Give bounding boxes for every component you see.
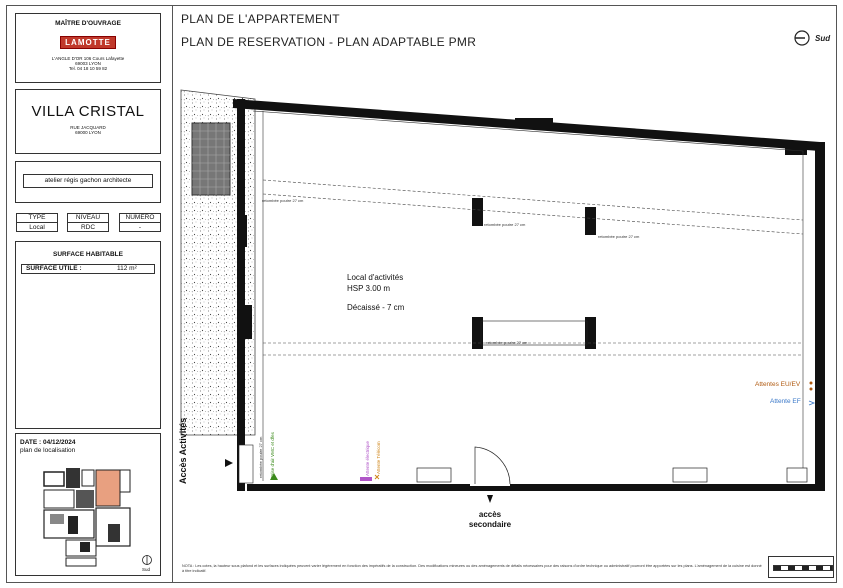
surface-value: 112 m²: [117, 265, 137, 272]
attente-ef-marker: [808, 400, 816, 406]
inner-wall-line: [252, 110, 804, 481]
scale-box: [768, 556, 834, 578]
compass-label: Sud: [815, 34, 831, 43]
architect-box: atelier régis gachon architecte: [15, 161, 161, 203]
access-secondary-arrow: [487, 495, 493, 503]
title-block: MAÎTRE D'OUVRAGE LAMOTTE L'ANGLE D'OR 10…: [10, 8, 166, 582]
project-street: RUE JACQUARD: [70, 125, 106, 130]
owner-address1: L'ANGLE D'OR 106 Cours Lafayette: [51, 56, 125, 61]
telecom-label: Attente Télécom: [376, 441, 381, 474]
niveau-label: NIVEAU: [67, 213, 109, 222]
telecom-marker: [374, 474, 380, 480]
access-secondary-line1: accès: [478, 510, 502, 519]
attente-eu-label: Attentes EU/EV: [755, 381, 801, 388]
location-compass-label: Sud: [142, 567, 151, 572]
plan-subtitle: PLAN DE RESERVATION - PLAN ADAPTABLE PMR: [181, 35, 477, 49]
room-height: HSP 3.00 m: [347, 284, 390, 293]
owner-address2: 69003 LYON: [75, 61, 101, 66]
surface-label: SURFACE UTILE :: [26, 265, 82, 272]
location-map: [43, 468, 131, 567]
sidebar-separator: [172, 5, 173, 583]
scale-bar: [773, 565, 833, 571]
niveau-value: RDC: [67, 222, 109, 232]
room-name: Local d'activités: [347, 273, 404, 282]
plan-title: PLAN DE L'APPARTEMENT: [181, 12, 340, 26]
vmc-label: Prise d'air VMC et dfes: [270, 432, 275, 478]
floor-plan: [180, 89, 825, 503]
vmc-marker: [270, 473, 278, 480]
owner-heading: MAÎTRE D'OUVRAGE: [55, 20, 121, 27]
owner-box: MAÎTRE D'OUVRAGE LAMOTTE L'ANGLE D'OR 10…: [15, 13, 161, 83]
door-main[interactable]: [238, 444, 254, 484]
beam-central: [480, 320, 588, 346]
page-frame: [6, 5, 837, 583]
architect-name: atelier régis gachon architecte: [23, 174, 153, 188]
door-secondary[interactable]: [470, 446, 511, 486]
numero-value: -: [119, 222, 161, 232]
surface-row: SURFACE UTILE : 112 m²: [21, 264, 155, 274]
access-secondary-line2: secondaire: [468, 520, 512, 529]
owner-phone: Tel. 04 18 10 59 82: [68, 66, 108, 71]
room-offset: Décaissé - 7 cm: [347, 303, 405, 312]
footer-note: NOTA : Les cotes, la hauteur sous plafon…: [182, 564, 762, 573]
project-name: VILLA CRISTAL: [31, 103, 145, 120]
location-subtitle: plan de localisation: [20, 447, 76, 454]
project-box: VILLA CRISTAL RUE JACQUARD 69000 LYON: [15, 89, 161, 154]
attente-ef-label: Attente EF: [770, 398, 801, 405]
beam-label-1: retombée poutre 27 cm: [262, 198, 304, 203]
windows-bottom: [416, 467, 808, 483]
beam-label-3: retombée poutre 27 cm: [598, 234, 640, 239]
ground-note-label: retombée poutre 27 cm: [258, 436, 263, 478]
room-info: Local d'activités HSP 3.00 m Décaissé - …: [347, 272, 404, 313]
elec-marker: [360, 477, 372, 481]
surface-box: SURFACE HABITABLE SURFACE UTILE : 112 m²: [15, 241, 161, 429]
access-main-label: Accès Activités: [178, 417, 188, 484]
location-date: DATE : 04/12/2024: [20, 439, 76, 446]
elec-label: Attente électrique: [365, 440, 370, 476]
owner-logo: LAMOTTE: [60, 36, 116, 49]
location-compass-icon: [142, 555, 152, 565]
attente-eu-marker: [809, 381, 813, 385]
floor-grate: [191, 122, 231, 196]
project-city: 69000 LYON: [75, 130, 101, 135]
beam-label-4: retombée poutre 27 cm: [486, 340, 528, 345]
access-main-arrow: [225, 459, 233, 467]
attente-eu-marker-2: [809, 387, 813, 391]
type-value: Local: [16, 222, 58, 232]
beam-lines: [262, 179, 804, 356]
location-box: DATE : 04/12/2024 plan de localisation S…: [15, 433, 161, 576]
walls: [233, 99, 825, 491]
surface-heading: SURFACE HABITABLE: [53, 251, 123, 258]
access-secondary-label: accès secondaire: [460, 510, 520, 530]
beam-label-2: retombée poutre 27 cm: [484, 222, 526, 227]
type-label: TYPE: [16, 213, 58, 222]
compass-icon: [794, 30, 810, 46]
numero-label: NUMERO: [119, 213, 161, 222]
